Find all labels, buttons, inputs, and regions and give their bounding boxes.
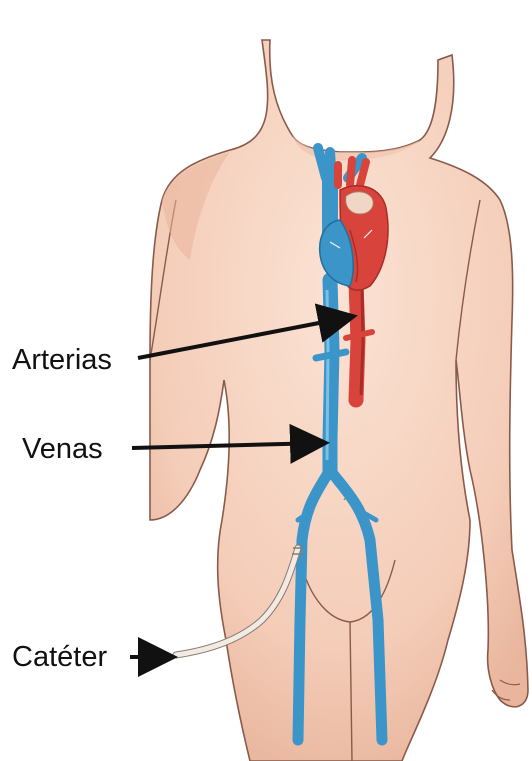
label-arterias: Arterias [12,344,112,376]
child-body [150,40,528,761]
label-venas: Venas [22,433,103,465]
heart-pale-vessels [346,192,374,214]
vena-cava-highlight [327,290,328,460]
body-silhouette [150,40,528,761]
vena-cava-inferior [330,280,332,470]
label-cateter: Catéter [12,641,107,673]
descending-aorta [356,282,358,400]
labels: Arterias Venas Catéter [12,344,112,673]
